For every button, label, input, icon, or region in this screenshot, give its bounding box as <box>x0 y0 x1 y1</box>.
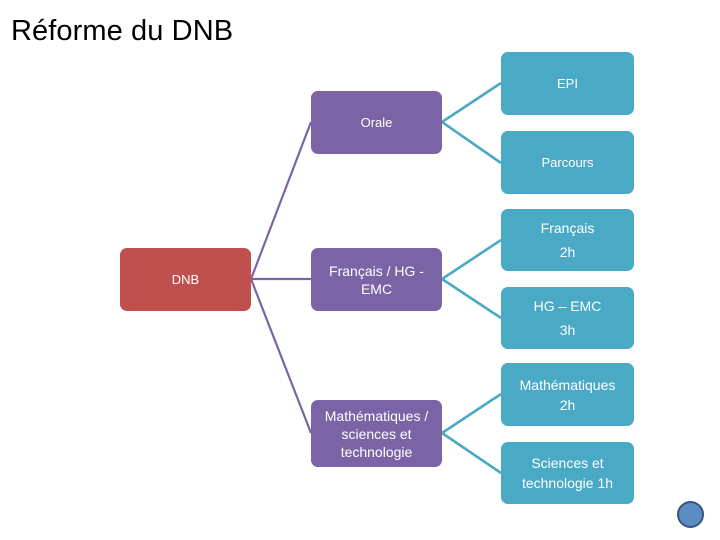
node-hg-emc-3h-label: HG – EMC 3h <box>533 298 602 338</box>
connector-dnb-orale <box>249 121 313 280</box>
connector-orale-epi <box>441 81 502 124</box>
node-francais-2h[interactable]: Français 2h <box>501 209 634 271</box>
node-sciences-technologie-1h[interactable]: Sciences et technologie 1h <box>501 442 634 504</box>
connector-fr-hg-emc-hg-emc-3h <box>441 277 502 320</box>
node-dnb-label: DNB <box>171 271 200 287</box>
node-orale[interactable]: Orale <box>311 91 442 154</box>
node-hg-emc-3h[interactable]: HG – EMC 3h <box>501 287 634 349</box>
page-title: Réforme du DNB <box>11 15 234 47</box>
node-mathematiques-2h[interactable]: Mathématiques 2h <box>501 363 634 426</box>
node-epi[interactable]: EPI <box>501 52 634 115</box>
node-parcours-label: Parcours <box>541 154 594 170</box>
node-parcours[interactable]: Parcours <box>501 131 634 194</box>
node-dnb[interactable]: DNB <box>120 248 251 311</box>
node-francais-hg-emc-label: Français / HG - EMC <box>329 262 424 297</box>
node-mathematiques-2h-label: Mathématiques 2h <box>519 376 616 413</box>
node-francais-2h-label: Français 2h <box>540 220 595 260</box>
node-mathematiques-sciences-technologie[interactable]: Mathématiques / sciences et technologie <box>311 400 442 467</box>
node-epi-label: EPI <box>557 75 578 91</box>
circle-marker-icon <box>677 501 704 528</box>
connector-maths-sciences-maths-2h <box>441 392 502 435</box>
connector-fr-hg-emc-francais-2h <box>441 238 502 281</box>
node-francais-hg-emc[interactable]: Français / HG - EMC <box>311 248 442 311</box>
node-sciences-technologie-1h-label: Sciences et technologie 1h <box>521 455 614 491</box>
connector-orale-parcours <box>441 120 502 165</box>
node-orale-label: Orale <box>360 114 393 130</box>
node-mathematiques-sciences-technologie-label: Mathématiques / sciences et technologie <box>324 407 429 460</box>
connector-dnb-maths-sciences <box>249 278 313 434</box>
connector-maths-sciences-sciences-tech-1h <box>441 431 502 475</box>
